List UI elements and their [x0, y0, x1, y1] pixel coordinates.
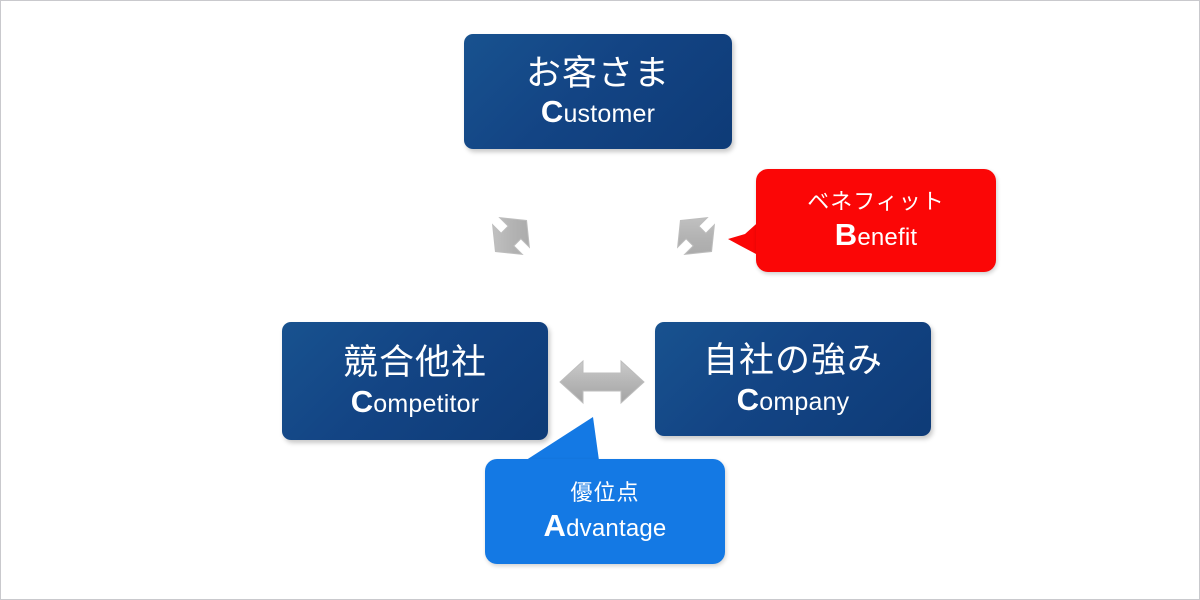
callout-advantage-label-en: Advantage	[544, 510, 667, 543]
box-competitor[interactable]: 競合他社 Competitor	[282, 322, 548, 440]
box-customer-en-rest: ustomer	[563, 100, 656, 129]
callout-advantage[interactable]: 優位点 Advantage	[485, 459, 725, 564]
box-company-label-en: Company	[737, 384, 850, 416]
box-competitor-label-en: Competitor	[351, 386, 480, 418]
box-company-initial: C	[736, 381, 760, 417]
box-competitor-en-rest: ompetitor	[373, 389, 480, 418]
arrow-customer-company-icon	[676, 216, 716, 256]
box-customer-label-en: Customer	[541, 96, 656, 129]
callout-benefit[interactable]: ベネフィット Benefit	[756, 169, 996, 272]
callout-benefit-initial: B	[834, 217, 858, 253]
box-company-label-jp: 自社の強み	[702, 341, 883, 380]
callout-benefit-label-jp: ベネフィット	[807, 189, 945, 215]
arrow-customer-competitor-icon	[491, 216, 531, 256]
callout-advantage-initial: A	[543, 508, 567, 544]
box-company[interactable]: 自社の強み Company	[655, 322, 931, 436]
box-customer-initial: C	[540, 94, 564, 130]
callout-benefit-label-en: Benefit	[835, 219, 918, 252]
box-customer[interactable]: お客さま Customer	[464, 34, 732, 149]
box-company-en-rest: ompany	[759, 387, 850, 416]
callout-benefit-en-rest: enefit	[857, 224, 918, 252]
callout-advantage-en-rest: dvantage	[566, 515, 667, 543]
box-competitor-label-jp: 競合他社	[342, 343, 487, 382]
arrow-competitor-company-icon	[559, 359, 645, 405]
box-customer-label-jp: お客さま	[525, 53, 670, 93]
callout-advantage-label-jp: 優位点	[570, 480, 640, 506]
box-competitor-initial: C	[350, 383, 374, 419]
